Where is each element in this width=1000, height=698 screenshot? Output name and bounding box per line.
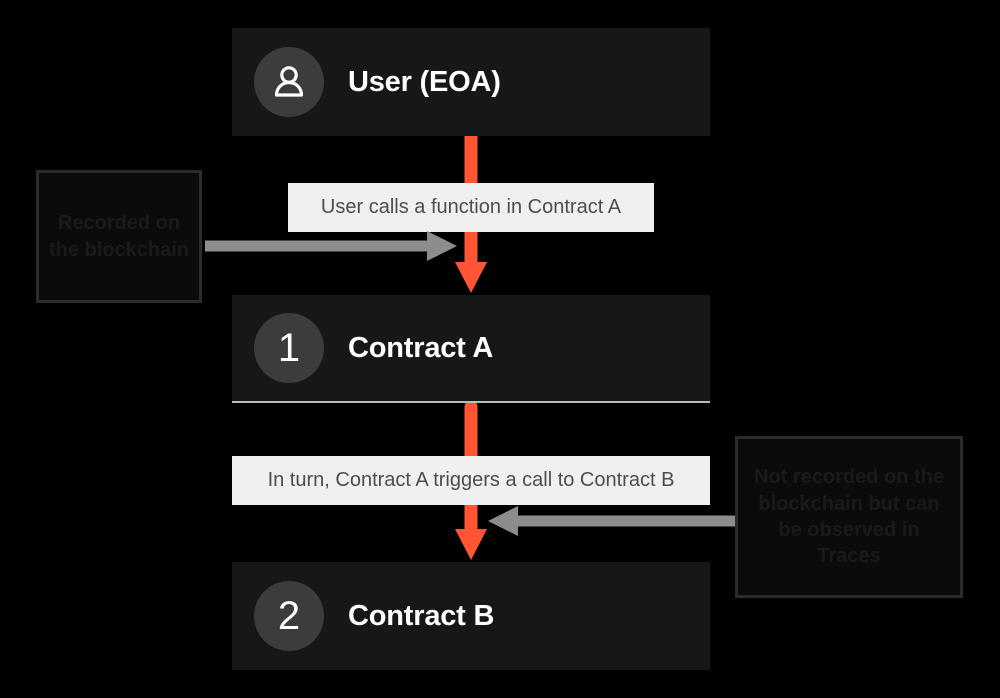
node-label-contract-b: Contract B <box>348 599 495 632</box>
node-contract-a: 1 Contract A <box>232 295 710 403</box>
node-label-contract-a: Contract A <box>348 331 494 364</box>
gray-arrow-left-annotation <box>205 231 457 261</box>
user-avatar-badge <box>254 47 324 117</box>
annotation-left: Recorded on the blockchain <box>36 170 202 303</box>
annotation-right: Not recorded on the blockchain but can b… <box>735 436 963 598</box>
step-number: 2 <box>277 594 301 638</box>
edge-label-contract-a-to-contract-b: In turn, Contract A triggers a call to C… <box>232 456 710 505</box>
gray-arrow-right-annotation <box>488 506 735 536</box>
person-icon <box>274 66 304 97</box>
node-contract-b: 2 Contract B <box>232 562 710 670</box>
step-number: 1 <box>277 326 301 370</box>
edge-label-user-to-contract-a: User calls a function in Contract A <box>288 183 654 232</box>
node-user: User (EOA) <box>232 28 710 136</box>
step-badge-2: 2 <box>254 581 324 651</box>
step-badge-1: 1 <box>254 313 324 383</box>
node-label-user: User (EOA) <box>348 65 501 98</box>
